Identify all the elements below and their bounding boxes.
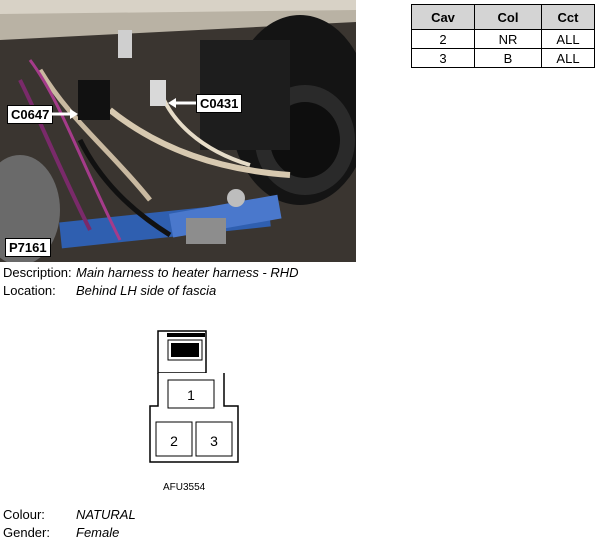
- pin-2-label: 2: [170, 433, 178, 449]
- description-value: Main harness to heater harness - RHD: [76, 265, 299, 280]
- gender-label: Gender:: [3, 525, 50, 540]
- description-block: Description: Main harness to heater harn…: [3, 265, 403, 301]
- connector-info-block: Colour: NATURAL Gender: Female: [3, 507, 303, 543]
- figure-id: AFU3554: [163, 482, 206, 493]
- cav-header: Cav: [411, 4, 475, 30]
- location-photo: C0647 C0431 P7161: [0, 0, 356, 262]
- col-header: Col: [474, 4, 542, 30]
- table-row: 3 B ALL: [411, 48, 595, 68]
- c0647-label: C0647: [7, 105, 54, 124]
- table-cell: 2: [411, 29, 475, 49]
- c0647-arrow-icon: [52, 109, 78, 119]
- table-cell: NR: [474, 29, 542, 49]
- table-cell: B: [474, 48, 542, 68]
- colour-label: Colour:: [3, 507, 45, 522]
- table-cell: 3: [411, 48, 475, 68]
- c0431-label: C0431: [196, 94, 243, 113]
- pin-3-label: 3: [210, 433, 218, 449]
- table-cell: ALL: [541, 29, 595, 49]
- gender-value: Female: [76, 525, 120, 540]
- location-value: Behind LH side of fascia: [76, 283, 217, 298]
- harness-photo-illustration: [0, 0, 356, 262]
- cct-header: Cct: [541, 4, 595, 30]
- location-label: Location:: [3, 283, 56, 298]
- connector-face-diagram: 1 2 3: [149, 330, 239, 463]
- c0431-arrow-icon: [168, 98, 196, 108]
- table-row: 2 NR ALL: [411, 29, 595, 49]
- table-cell: ALL: [541, 48, 595, 68]
- photo-reference-label: P7161: [5, 238, 51, 257]
- table-header-row: Cav Col Cct: [411, 4, 595, 30]
- colour-value: NATURAL: [76, 507, 136, 522]
- pin-1-label: 1: [187, 387, 195, 403]
- description-label: Description:: [3, 265, 72, 280]
- cavity-table: Cav Col Cct 2 NR ALL 3 B ALL: [411, 4, 595, 68]
